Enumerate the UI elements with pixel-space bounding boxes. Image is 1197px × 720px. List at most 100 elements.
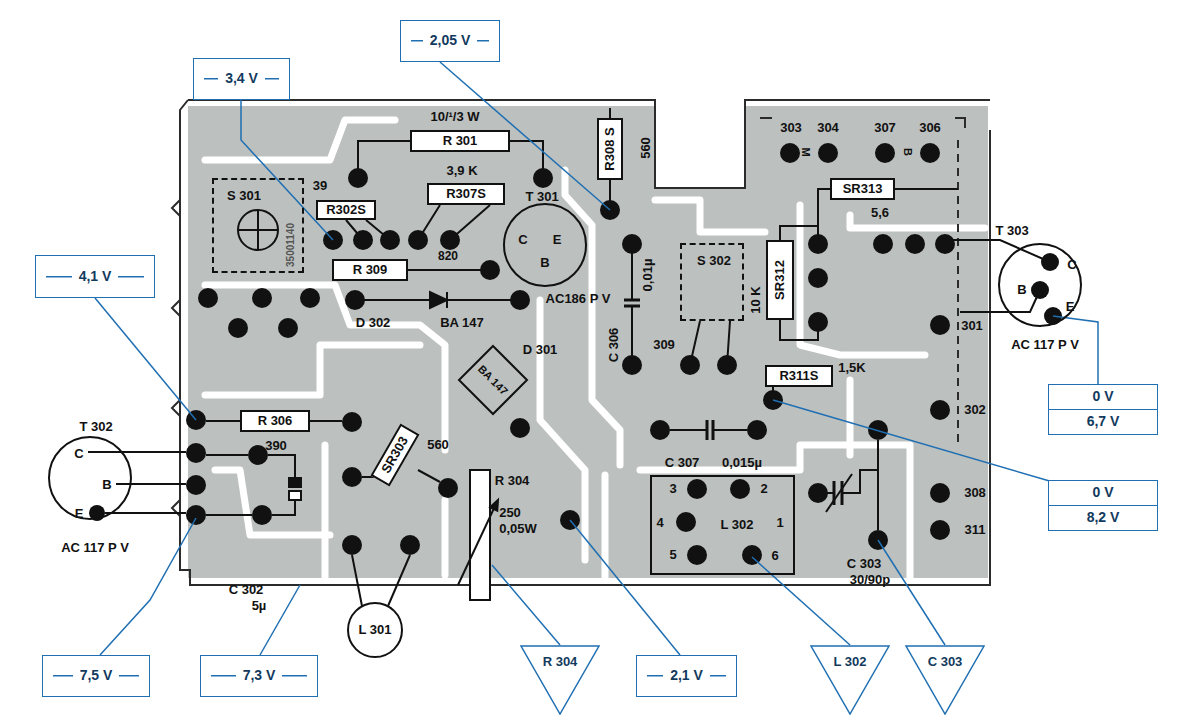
leader-line [440,62,610,210]
node-text: 3,4 V [218,71,265,86]
component-label: 5,6 [871,206,889,220]
solder-pad [875,143,895,163]
node-text: T 301 [525,190,558,204]
node-text: 0 V [1049,481,1157,505]
component-label: 311 [965,523,986,537]
component-print [624,300,640,306]
solder-pad [687,479,707,499]
leader-line [878,540,945,645]
node-text: L 302 [720,518,753,532]
component-label: C 306 [607,328,621,363]
node-text: 6,7 V [1049,409,1157,434]
component-label: 390 [265,439,287,453]
component-print [238,210,278,250]
component-label: AC 117 P V [61,541,129,555]
component-label: 10 K [749,286,763,313]
component-label: 2 [760,482,767,496]
component-label: 0,05W [499,522,537,536]
component-label: 35001140 [285,223,296,267]
isolation-channel [215,470,330,535]
component-label: 0,01µ [641,259,655,292]
component-print [458,504,496,585]
resistor-symbol: R311S [765,365,833,387]
solder-pad [622,234,642,254]
isolation-channel [442,500,449,575]
component-print [459,346,527,414]
component-label: 6 [771,549,778,563]
leader-line [260,585,300,655]
node-text: R 306 [258,414,293,428]
component-label: 309 [653,338,675,352]
copper-area [188,106,988,578]
component-label: 5µ [252,599,267,613]
node-text: 7,3 V [236,668,283,683]
marker-triangle [906,646,984,714]
node-text: C [1067,258,1076,272]
solder-pad [808,234,828,254]
solder-pad [228,318,248,338]
solder-pad [680,355,700,375]
component-print [470,470,490,600]
marker-triangle [521,646,599,714]
leader-line [95,62,1098,655]
solder-pad [248,445,268,465]
resistor-symbol: R302S [316,200,376,220]
solder-pad [440,230,460,250]
transistor-outline: T 303CBE [998,243,1082,327]
node-text: T 303 [995,224,1028,238]
solder-pad [930,483,950,503]
solder-pad [342,467,362,487]
component-print [238,210,278,250]
component-label: 303 [780,121,802,135]
coil-outline: L 301 [347,602,403,658]
solder-pad [1031,281,1049,299]
solder-pad [780,143,800,163]
node-text: B [540,256,549,270]
solder-pad [252,505,272,525]
voltage-callout: 2,05 V [400,20,500,62]
solder-pad [348,168,368,188]
resistor-symbol: R 306 [240,410,310,432]
node-text: R 304 [543,655,578,669]
resistor-symbol: SR313 [830,178,895,200]
solder-pad [930,400,950,420]
node-text: R 309 [353,263,388,277]
component-label: 307 [874,121,896,135]
component-print [289,478,301,487]
component-label: BA 147 [440,316,484,330]
node-text: C [74,447,83,461]
marker-triangle [811,646,889,714]
leader-line [570,520,680,655]
solder-pad [818,143,838,163]
leader-line [100,518,196,655]
node-text: B [102,478,111,492]
solder-pad [650,420,670,440]
solder-pad [747,420,767,440]
resistor-symbol: R307S [427,183,505,205]
component-label: C 307 [665,456,700,470]
component-label: AC186 P V [546,292,611,306]
solder-pad [905,234,925,254]
switch-outline: S 302 [680,243,744,321]
component-label: B [902,148,914,156]
component-print [88,108,1050,606]
node-text: R311S [779,369,818,383]
component-print [446,292,448,308]
solder-pad [186,505,206,525]
solder-pad [808,312,828,332]
component-label: C 303 [847,557,882,571]
solder-pad [873,234,893,254]
component-label: 10/¹/3 W [430,110,479,124]
isolation-channel [640,445,910,580]
component-print [408,269,490,271]
node-text: 0 V [1049,385,1157,409]
board-outline [172,100,990,585]
node-text: L 302 [833,655,866,669]
node-text: T 302 [79,420,112,434]
solder-pad [510,290,530,310]
solder-pad [730,479,750,499]
board-outline [180,100,990,585]
solder-pad [345,290,365,310]
solder-pad [186,475,206,495]
